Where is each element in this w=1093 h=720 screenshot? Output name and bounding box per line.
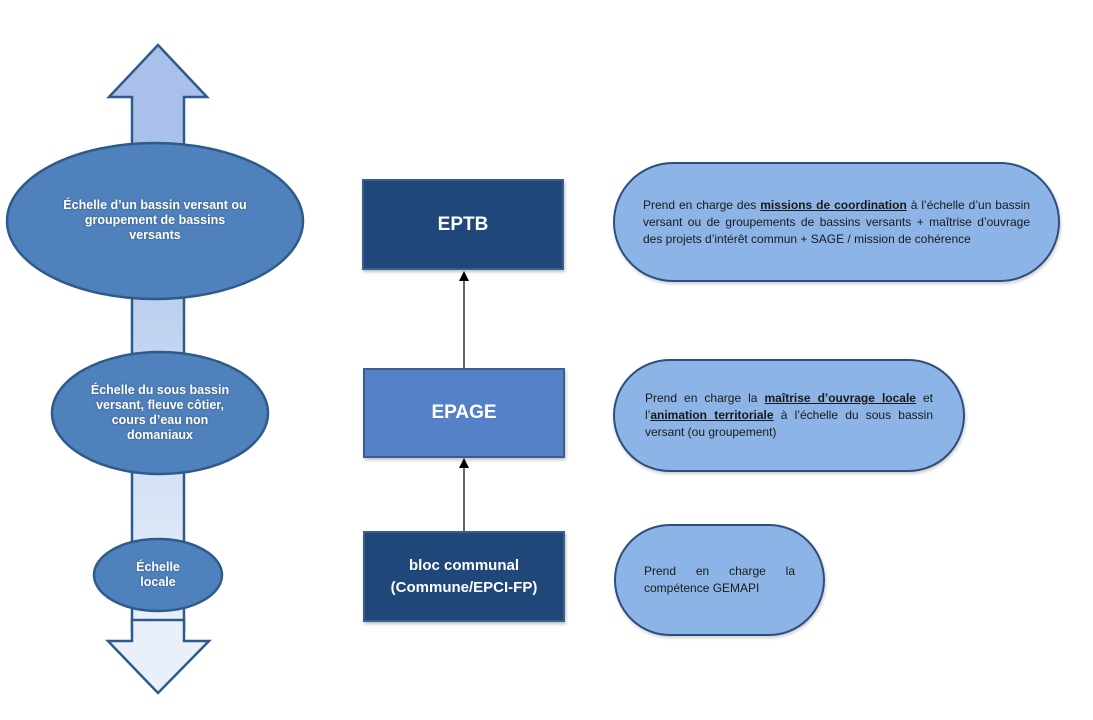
emphasis-text: maîtrise d’ouvrage locale [764, 391, 916, 405]
scale-label-local: Échelle locale [136, 560, 180, 589]
structure-name-line2: (Commune/EPCI-FP) [390, 578, 538, 596]
scale-ellipse-basin [5, 141, 305, 301]
description-text: Prend en charge la compétence GEMAPI [644, 564, 795, 595]
description-pill-eptb: Prend en charge des missions de coordina… [613, 162, 1060, 282]
connector-epage-to-eptb [459, 271, 469, 368]
structure-name-line1: bloc communal [408, 556, 520, 574]
structure-box-eptb: EPTB [362, 179, 564, 270]
description-pill-epage: Prend en charge la maîtrise d’ouvrage lo… [613, 359, 965, 472]
arrowhead-icon [459, 458, 469, 468]
scale-label-basin: Échelle d’un bassin versant ou groupemen… [63, 197, 247, 242]
structure-name: EPTB [437, 213, 489, 235]
arrowhead-icon [459, 271, 469, 281]
down-arrow-icon [105, 618, 212, 695]
structure-box-bloc-communal: bloc communal (Commune/EPCI-FP) [363, 531, 565, 622]
connector-bloc-to-epage [459, 458, 469, 531]
scale-ellipse-local [92, 537, 224, 613]
emphasis-text: animation territoriale [650, 408, 774, 422]
scale-ellipse-subbasin [50, 350, 270, 476]
emphasis-text: missions de coordination [760, 197, 907, 212]
description-pill-bloc-communal: Prend en charge la compétence GEMAPI [614, 524, 825, 636]
description-text: Prend en charge des missions de coordina… [643, 197, 1030, 246]
scale-label-subbasin: Échelle du sous bassin versant, fleuve c… [90, 383, 230, 442]
structure-box-epage: EPAGE [363, 368, 565, 458]
structure-name: EPAGE [431, 402, 497, 423]
description-text: Prend en charge la maîtrise d’ouvrage lo… [645, 391, 934, 439]
